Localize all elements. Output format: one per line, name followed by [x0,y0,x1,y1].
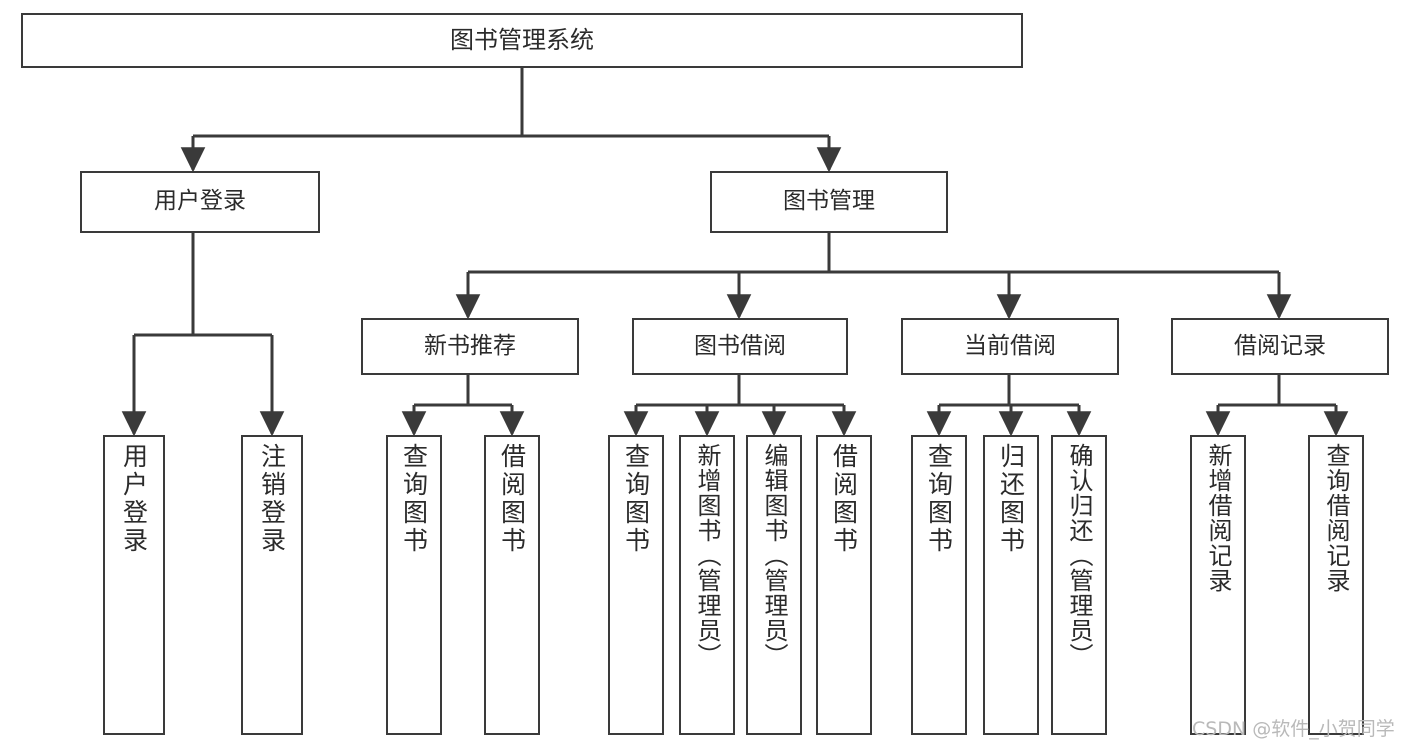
node-current-borrow[interactable]: 当前借阅 [901,318,1119,375]
node-label: 借阅记录 [1234,332,1326,359]
node-leaf-user-logout[interactable]: 注销登录 [241,435,303,735]
node-label: 用户登录 [119,443,149,555]
node-label: 查询图书 [924,443,954,555]
node-book-manage[interactable]: 图书管理 [710,171,948,233]
node-label: 查询图书 [621,443,651,555]
node-label: 新增借阅记录 [1204,443,1232,593]
node-label: 注销登录 [257,443,287,555]
node-label: 图书管理 [783,188,875,215]
node-leaf-query-record[interactable]: 查询借阅记录 [1308,435,1364,735]
node-label: 查询图书 [399,443,429,555]
node-label: 确认归还（管理员） [1065,443,1093,668]
node-label: 借阅图书 [497,443,527,555]
node-leaf-return-book[interactable]: 归还图书 [983,435,1039,735]
node-leaf-add-record[interactable]: 新增借阅记录 [1190,435,1246,735]
node-new-book-rec[interactable]: 新书推荐 [361,318,579,375]
node-leaf-query-book-3[interactable]: 查询图书 [911,435,967,735]
node-label: 借阅图书 [829,443,859,555]
node-book-borrow[interactable]: 图书借阅 [632,318,848,375]
node-leaf-user-login[interactable]: 用户登录 [103,435,165,735]
node-label: 归还图书 [996,443,1026,555]
node-label: 用户登录 [154,188,246,215]
node-leaf-borrow-book-1[interactable]: 借阅图书 [484,435,540,735]
node-label: 当前借阅 [964,332,1056,359]
watermark-text: CSDN @软件_小贺同学 [1192,718,1395,740]
node-label: 查询借阅记录 [1322,443,1350,593]
node-user-login[interactable]: 用户登录 [80,171,320,233]
node-leaf-confirm-ret[interactable]: 确认归还（管理员） [1051,435,1107,735]
connector-lines [121,68,1349,437]
node-borrow-record[interactable]: 借阅记录 [1171,318,1389,375]
node-label: 新书推荐 [424,332,516,359]
node-label: 新增图书（管理员） [693,443,721,668]
node-leaf-add-book[interactable]: 新增图书（管理员） [679,435,735,735]
node-label: 编辑图书（管理员） [760,443,788,668]
node-leaf-query-book-1[interactable]: 查询图书 [386,435,442,735]
node-leaf-borrow-book-2[interactable]: 借阅图书 [816,435,872,735]
node-label: 图书管理系统 [450,26,594,55]
node-leaf-edit-book[interactable]: 编辑图书（管理员） [746,435,802,735]
node-leaf-query-book-2[interactable]: 查询图书 [608,435,664,735]
node-label: 图书借阅 [694,332,786,359]
node-root[interactable]: 图书管理系统 [21,13,1023,68]
